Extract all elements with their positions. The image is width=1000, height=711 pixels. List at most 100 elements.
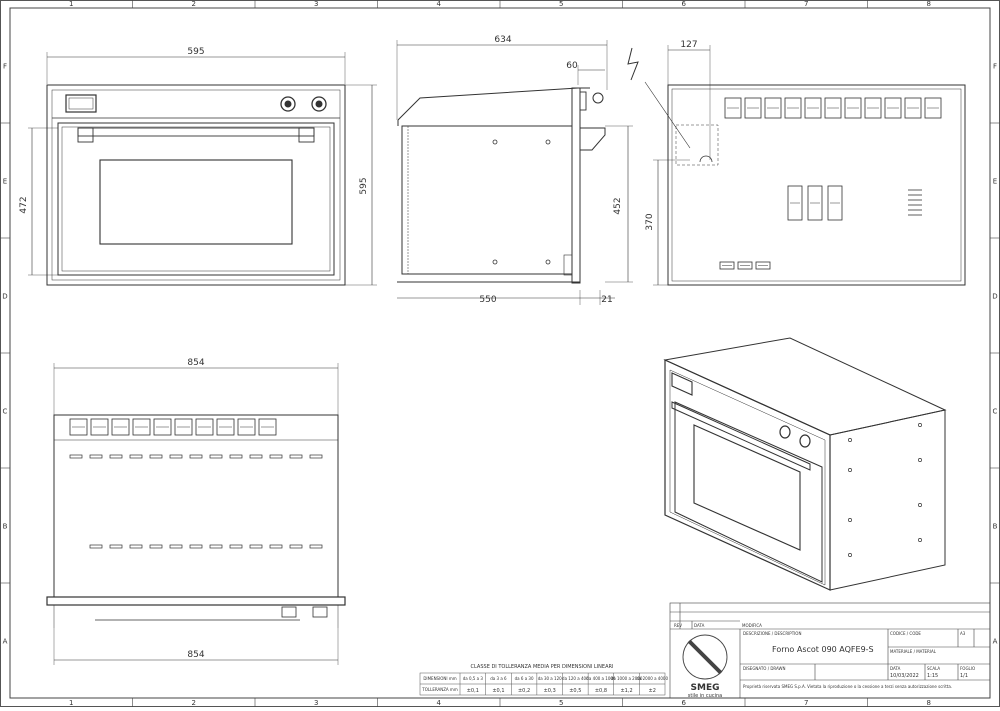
mounting-hole — [545, 139, 551, 145]
front-inner-height-dimension: 472 — [19, 196, 29, 213]
vent-slot — [787, 185, 803, 221]
vent-slot — [804, 97, 822, 119]
scale-label: SCALA — [927, 666, 940, 671]
grid-row-label: A — [993, 638, 998, 646]
vent-slot — [864, 97, 882, 119]
product-description: Forno Ascot 090 AQFE9-S — [772, 645, 874, 654]
tolerance-value: ±0,3 — [544, 688, 556, 694]
iso-display — [671, 372, 693, 396]
door-window — [99, 159, 293, 245]
grid-column-label: 3 — [314, 0, 318, 8]
slot — [89, 454, 103, 459]
slot — [89, 544, 103, 549]
tolerance-value: ±0,8 — [595, 688, 607, 694]
sheet-value: 1/1 — [960, 673, 968, 679]
iso-hole — [918, 538, 922, 542]
top-front-panel — [46, 596, 346, 606]
vent-slot — [719, 261, 735, 270]
sheet-label: FOGLIO — [960, 666, 975, 671]
top-front-vents — [69, 418, 277, 436]
slot — [209, 544, 223, 549]
material-label: MATERIALE / MATERIAL — [890, 649, 937, 654]
vent-slot — [827, 185, 843, 221]
grid-row-label: C — [3, 408, 8, 416]
vent-slot — [195, 418, 214, 436]
grid-column-label: 6 — [682, 699, 687, 707]
iso-hole — [848, 468, 852, 472]
vent-slot — [90, 418, 109, 436]
disclaimer-text: Proprietà riservata SMEG S.p.A. Vietata … — [743, 684, 952, 689]
grid-column-label: 2 — [192, 699, 196, 707]
vent-slot — [764, 97, 782, 119]
grid-row-label: A — [3, 638, 8, 646]
power-symbol-icon — [627, 47, 639, 81]
oven-door — [57, 122, 335, 276]
side-view — [396, 40, 633, 305]
front-view — [28, 52, 377, 286]
slot — [149, 544, 163, 549]
iso-window — [693, 424, 801, 551]
tolerance-value: ±0,1 — [492, 688, 504, 694]
iso-hole — [918, 458, 922, 462]
slot — [69, 454, 83, 459]
vent-slot — [258, 418, 277, 436]
tolerance-table — [419, 672, 666, 696]
isometric-view — [663, 337, 947, 591]
side-front-thickness-dimension: 21 — [601, 295, 612, 305]
grid-column-label: 1 — [69, 0, 73, 8]
side-top-profile — [397, 87, 590, 121]
mounting-hole — [492, 139, 498, 145]
tolerance-range: da 120 a 400 — [562, 676, 589, 681]
grid-column-label: 1 — [69, 699, 73, 707]
iso-knob-right — [799, 434, 811, 448]
slot — [229, 454, 243, 459]
side-knob — [592, 92, 604, 104]
slot — [109, 544, 123, 549]
rear-view — [627, 45, 966, 286]
drawn-label: DISEGNATO / DRAWN — [743, 666, 786, 671]
slot — [309, 544, 323, 549]
iso-door — [674, 401, 823, 583]
slot — [189, 544, 203, 549]
date-label: DATA — [890, 666, 901, 671]
tolerance-value: ±1,2 — [620, 688, 632, 694]
brand-slogan: stile in cucina — [688, 693, 722, 699]
front-height-dimension: 595 — [359, 177, 369, 194]
side-top-offset-dimension: 60 — [566, 61, 578, 71]
top-knob-left — [281, 606, 297, 618]
grid-column-label: 4 — [437, 699, 442, 707]
tolerance-value: ±0,1 — [467, 688, 479, 694]
tolerance-range: da 3 a 6 — [490, 676, 507, 681]
grid-row-label: B — [993, 523, 998, 531]
left-knob — [280, 96, 296, 112]
rear-connection-box — [675, 124, 719, 166]
iso-side-holes — [848, 423, 922, 557]
tolerance-range: da 400 a 1000 — [586, 676, 616, 681]
vent-slot — [216, 418, 235, 436]
grid-row-label: F — [993, 63, 997, 71]
rear-middle-vents — [787, 185, 922, 221]
vent-slot — [724, 97, 742, 119]
grid-column-label: 8 — [927, 0, 931, 8]
grid-column-label: 5 — [559, 699, 563, 707]
iso-front-face — [664, 359, 831, 591]
slot — [249, 454, 263, 459]
right-knob — [311, 96, 327, 112]
grid-column-label: 2 — [192, 0, 196, 8]
slot — [309, 454, 323, 459]
tolerance-value: ±2 — [649, 688, 656, 694]
tolerance-row2-label: TOLLERANZA mm — [421, 687, 458, 692]
side-handle — [580, 127, 606, 151]
slot — [129, 454, 143, 459]
grid-row-label: F — [3, 63, 7, 71]
vent-slot — [807, 185, 823, 221]
power-leader-line — [644, 81, 691, 149]
slot — [149, 454, 163, 459]
grid-column-label: 3 — [314, 699, 318, 707]
slot — [169, 544, 183, 549]
grid-row-label: D — [2, 293, 7, 301]
slot — [209, 454, 223, 459]
slot — [269, 454, 283, 459]
